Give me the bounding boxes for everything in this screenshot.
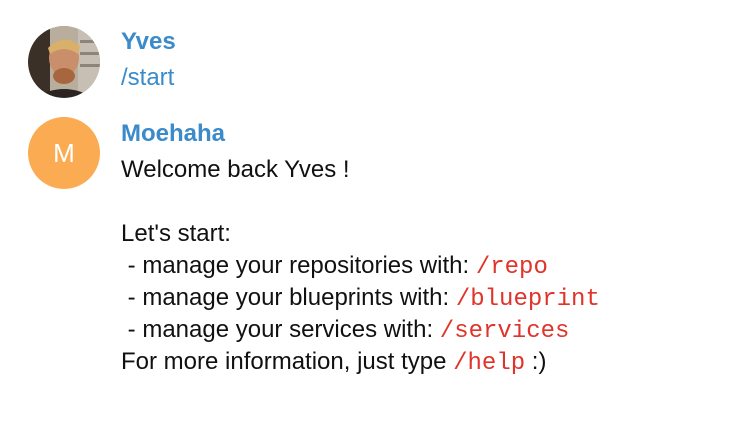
avatar-photo-icon bbox=[28, 26, 100, 98]
intro-line: Let's start: bbox=[121, 220, 231, 247]
message-body: Welcome back Yves ! Let's start: - manag… bbox=[121, 154, 600, 378]
repo-line: - manage your repositories with: /repo bbox=[121, 250, 600, 282]
bot-avatar-moehaha[interactable]: M bbox=[28, 117, 100, 189]
blank-line bbox=[121, 186, 600, 218]
help-command-link[interactable]: /help bbox=[453, 350, 526, 377]
message-text-start-command[interactable]: /start bbox=[121, 64, 175, 91]
help-line: For more information, just type /help :) bbox=[121, 346, 600, 378]
avatar-letter: M bbox=[53, 137, 75, 168]
sender-name[interactable]: Moehaha bbox=[121, 120, 226, 147]
help-line-suffix: :) bbox=[525, 348, 547, 375]
sender-name[interactable]: Yves bbox=[121, 28, 176, 55]
services-line: - manage your services with: /services bbox=[121, 314, 600, 346]
user-avatar-yves[interactable] bbox=[28, 26, 100, 98]
blueprint-command-link[interactable]: /blueprint bbox=[455, 286, 600, 313]
repo-command-link[interactable]: /repo bbox=[475, 254, 548, 281]
services-line-text: - manage your services with: bbox=[121, 316, 440, 343]
help-line-text: For more information, just type bbox=[121, 348, 454, 375]
services-command-link[interactable]: /services bbox=[439, 318, 570, 345]
greeting-line: Welcome back Yves ! bbox=[121, 156, 350, 183]
blueprint-line-text: - manage your blueprints with: bbox=[121, 284, 456, 311]
repo-line-text: - manage your repositories with: bbox=[121, 252, 476, 279]
blueprint-line: - manage your blueprints with: /blueprin… bbox=[121, 282, 600, 314]
